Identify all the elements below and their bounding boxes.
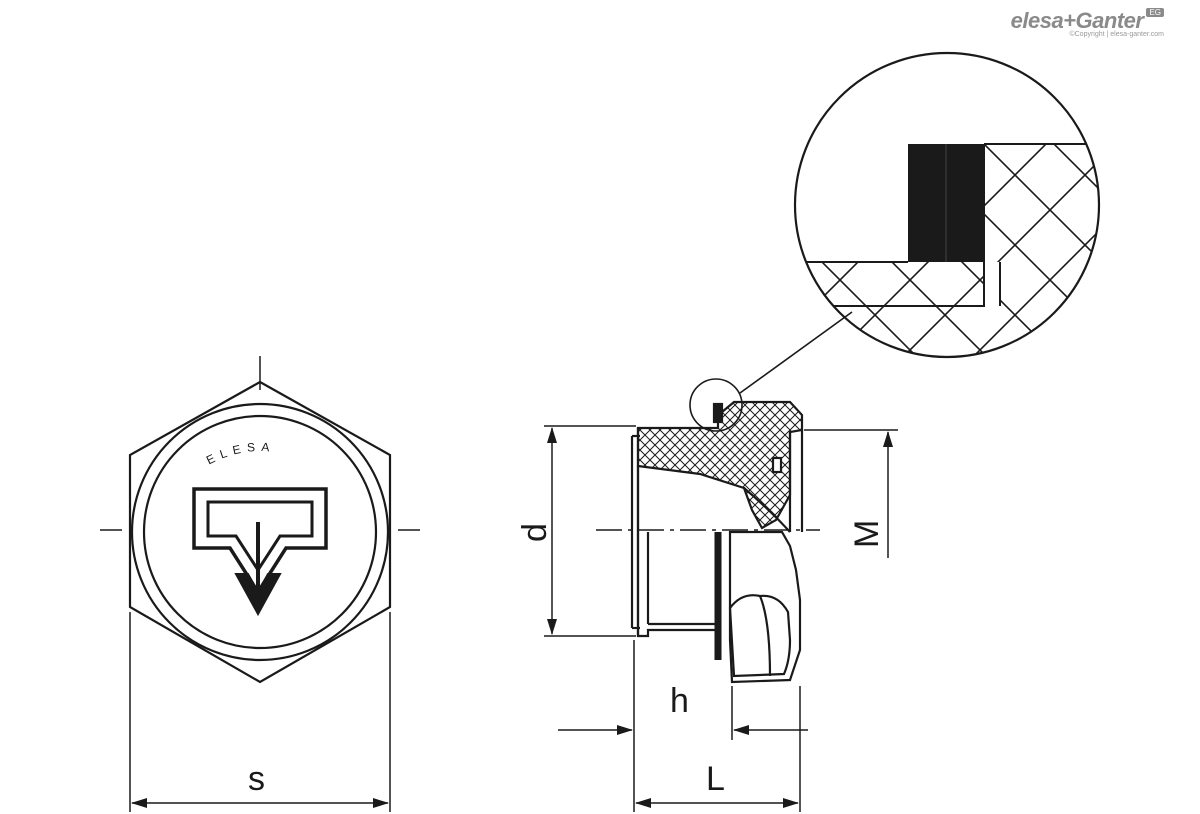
brand-badge: EG — [1146, 8, 1164, 17]
outer-ring — [130, 402, 390, 662]
detail-hatch-right — [795, 144, 1099, 357]
dim-label-l: L — [706, 760, 725, 798]
brand-copyright: ©Copyright | elesa-ganter.com — [1069, 31, 1164, 38]
hexagon-outline — [128, 380, 392, 684]
detail-hatch-lower — [795, 262, 984, 306]
inner-ring — [142, 414, 378, 650]
detail-enlargement — [793, 51, 1101, 359]
detail-circle-outline — [793, 51, 1101, 359]
cap-outline — [728, 530, 802, 684]
dim-label-d: d — [516, 523, 554, 542]
side-view — [544, 311, 898, 812]
brand-name: elesa+Ganter — [1010, 8, 1144, 33]
elesa-emblem — [192, 487, 328, 617]
dim-label-m: M — [848, 520, 886, 548]
dim-label-s: s — [248, 760, 265, 798]
dim-label-h: h — [670, 682, 689, 720]
seal-ring — [712, 402, 724, 424]
detail-marker-circle — [689, 378, 743, 432]
emblem-text: ELESA — [204, 440, 276, 468]
dome-reflector — [728, 594, 792, 678]
front-view — [100, 356, 420, 812]
detail-leader-line — [739, 311, 853, 394]
